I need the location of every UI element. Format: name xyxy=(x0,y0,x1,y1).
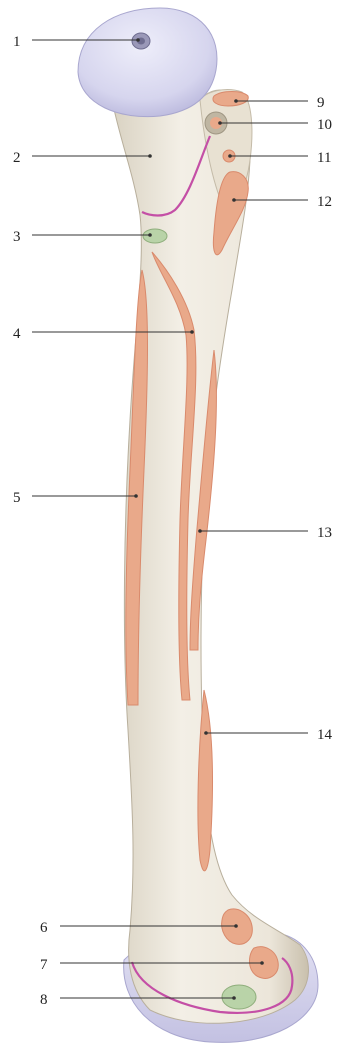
label-8: 8 xyxy=(40,992,48,1008)
label-12: 12 xyxy=(317,194,332,210)
attachment-9 xyxy=(213,92,248,107)
label-10: 10 xyxy=(317,117,332,133)
label-2: 2 xyxy=(13,150,21,166)
label-6: 6 xyxy=(40,920,48,936)
label-5: 5 xyxy=(13,490,21,506)
femoral-head xyxy=(78,8,217,117)
label-7: 7 xyxy=(40,957,48,973)
label-11: 11 xyxy=(317,150,331,166)
label-3: 3 xyxy=(13,229,21,245)
attachment-8 xyxy=(222,985,256,1009)
label-1: 1 xyxy=(13,34,21,50)
femur-bone xyxy=(112,90,308,1023)
label-9: 9 xyxy=(317,95,325,111)
label-4: 4 xyxy=(13,326,21,342)
label-14: 14 xyxy=(317,727,333,743)
attachment-3 xyxy=(143,229,167,243)
label-13: 13 xyxy=(317,525,332,541)
